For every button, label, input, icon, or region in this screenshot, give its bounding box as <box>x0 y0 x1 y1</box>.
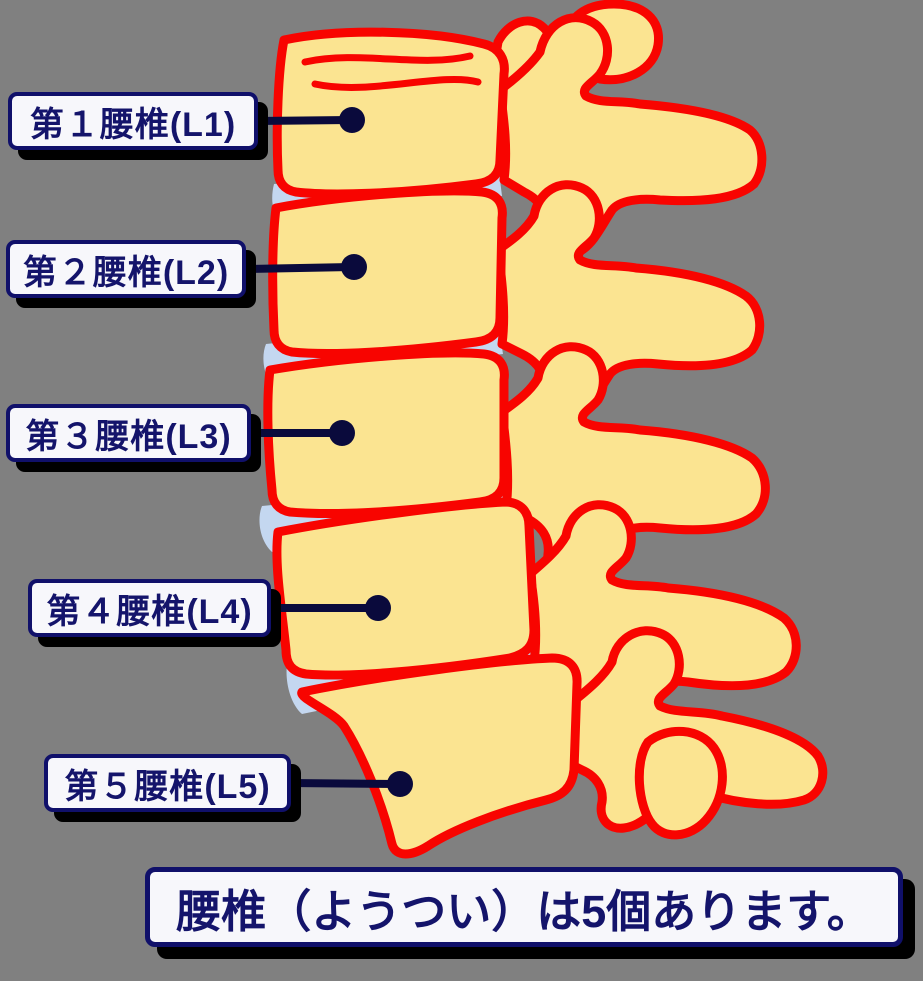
l5-posterior-arch <box>565 626 828 833</box>
leader-line-l1 <box>252 116 354 125</box>
label-l5: 第５腰椎(L5) <box>44 754 291 812</box>
label-l4-text: 第４腰椎(L4) <box>46 592 253 631</box>
l4-vertebral-body <box>272 497 539 680</box>
label-l3: 第３腰椎(L3) <box>6 404 251 462</box>
leader-dot-l2 <box>341 254 367 280</box>
leader-dot-l1 <box>339 107 365 133</box>
leader-dot-l3 <box>329 420 355 446</box>
l1-endplate-line-lower <box>311 76 482 91</box>
caption-box: 腰椎（ようつい）は5個あります。 <box>145 867 903 947</box>
label-l1-text: 第１腰椎(L1) <box>29 105 237 144</box>
label-l2: 第２腰椎(L2) <box>6 240 246 298</box>
leader-line-l2 <box>240 263 356 273</box>
l5-vertebral-body <box>297 653 582 859</box>
caption-text: 腰椎（ようつい）は5個あります。 <box>176 885 872 937</box>
l2-vertebral-body <box>268 186 507 359</box>
label-l5-text: 第５腰椎(L5) <box>64 767 271 806</box>
l5-inferior-articular-facet <box>634 726 727 840</box>
label-l2-text: 第２腰椎(L2) <box>22 253 230 292</box>
l1-endplate-line-upper <box>301 52 474 66</box>
label-l1: 第１腰椎(L1) <box>8 92 258 150</box>
l1-vertebral-body <box>272 27 509 199</box>
leader-dot-l4 <box>365 595 391 621</box>
label-l3-text: 第３腰椎(L3) <box>25 417 232 456</box>
leader-line-l5 <box>285 779 402 788</box>
label-l4: 第４腰椎(L4) <box>28 579 271 637</box>
leader-dot-l5 <box>387 771 413 797</box>
